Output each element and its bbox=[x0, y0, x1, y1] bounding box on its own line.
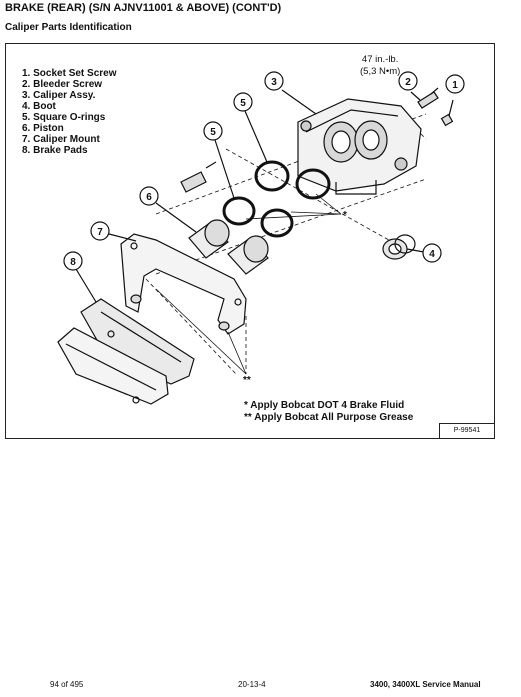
spring-clip-drawing bbox=[180, 161, 217, 193]
caliper-mount-drawing bbox=[120, 233, 247, 335]
callout-6: 6 bbox=[139, 186, 197, 233]
callout-1: 1 bbox=[445, 74, 465, 117]
legend-item-piston: 6. Piston bbox=[22, 123, 64, 134]
legend-item-bleeder-screw: 2. Bleeder Screw bbox=[22, 79, 103, 90]
page-header-title: BRAKE (REAR) (S/N AJNV11001 & ABOVE) (CO… bbox=[5, 2, 282, 14]
figure-id: P-99541 bbox=[439, 423, 494, 438]
footer-section-number: 20-13-4 bbox=[238, 680, 266, 689]
socket-set-screw-drawing bbox=[440, 113, 454, 127]
legend-item-square-o-rings: 5. Square O-rings bbox=[22, 112, 106, 123]
lubricant-markers: * ** bbox=[155, 193, 347, 386]
caliper-exploded-drawing: 1 2 3 4 5 bbox=[57, 71, 465, 405]
footer-manual-title: 3400, 3400XL Service Manual bbox=[370, 680, 481, 689]
pistons-drawing bbox=[188, 219, 269, 275]
torque-value-inlb: 47 in.-lb. bbox=[361, 54, 399, 65]
callouts: 1 2 3 4 5 bbox=[63, 71, 465, 303]
note-grease: ** Apply Bobcat All Purpose Grease bbox=[244, 412, 414, 423]
callout-5-upper: 5 bbox=[233, 92, 268, 163]
legend-item-caliper-assy: 3. Caliper Assy. bbox=[22, 90, 96, 101]
brake-pads-drawing bbox=[57, 298, 195, 405]
callout-8: 8 bbox=[63, 251, 97, 303]
callout-8-label: 8 bbox=[70, 257, 76, 268]
callout-5-upper-label: 5 bbox=[240, 98, 246, 109]
torque-value-nm: (5,3 N•m) bbox=[360, 66, 401, 77]
callout-5-lower: 5 bbox=[203, 121, 235, 199]
marker-grease: ** bbox=[243, 375, 251, 386]
marker-brake-fluid: * bbox=[343, 210, 347, 221]
note-brake-fluid: * Apply Bobcat DOT 4 Brake Fluid bbox=[244, 400, 405, 411]
square-o-rings-drawing bbox=[222, 160, 331, 238]
callout-7: 7 bbox=[90, 221, 137, 242]
callout-4-label: 4 bbox=[429, 249, 435, 260]
parts-legend: 1. Socket Set Screw 2. Bleeder Screw 3. … bbox=[22, 68, 117, 156]
callout-4: 4 bbox=[406, 243, 442, 263]
legend-item-socket-set-screw: 1. Socket Set Screw bbox=[22, 68, 117, 79]
caliper-assembly-drawing bbox=[297, 98, 422, 195]
callout-7-label: 7 bbox=[97, 227, 103, 238]
bleeder-screw-drawing bbox=[417, 87, 439, 109]
lubricant-notes: * Apply Bobcat DOT 4 Brake Fluid ** Appl… bbox=[244, 400, 413, 424]
section-title: Caliper Parts Identification bbox=[5, 22, 132, 33]
callout-3: 3 bbox=[264, 71, 317, 115]
callout-5-lower-label: 5 bbox=[210, 127, 216, 138]
callout-2: 2 bbox=[398, 71, 421, 101]
torque-spec: 47 in.-lb. (5,3 N•m) bbox=[360, 54, 400, 78]
callout-3-label: 3 bbox=[271, 77, 277, 88]
figure-frame: 1. Socket Set Screw 2. Bleeder Screw 3. … bbox=[5, 43, 495, 439]
legend-item-caliper-mount: 7. Caliper Mount bbox=[22, 134, 100, 145]
callout-6-label: 6 bbox=[146, 192, 152, 203]
footer-page-count: 94 of 495 bbox=[50, 680, 84, 689]
legend-item-boot: 4. Boot bbox=[22, 101, 56, 112]
callout-1-label: 1 bbox=[452, 80, 458, 91]
legend-item-brake-pads: 8. Brake Pads bbox=[22, 145, 88, 156]
callout-2-label: 2 bbox=[405, 77, 411, 88]
boot-drawing bbox=[382, 234, 416, 260]
